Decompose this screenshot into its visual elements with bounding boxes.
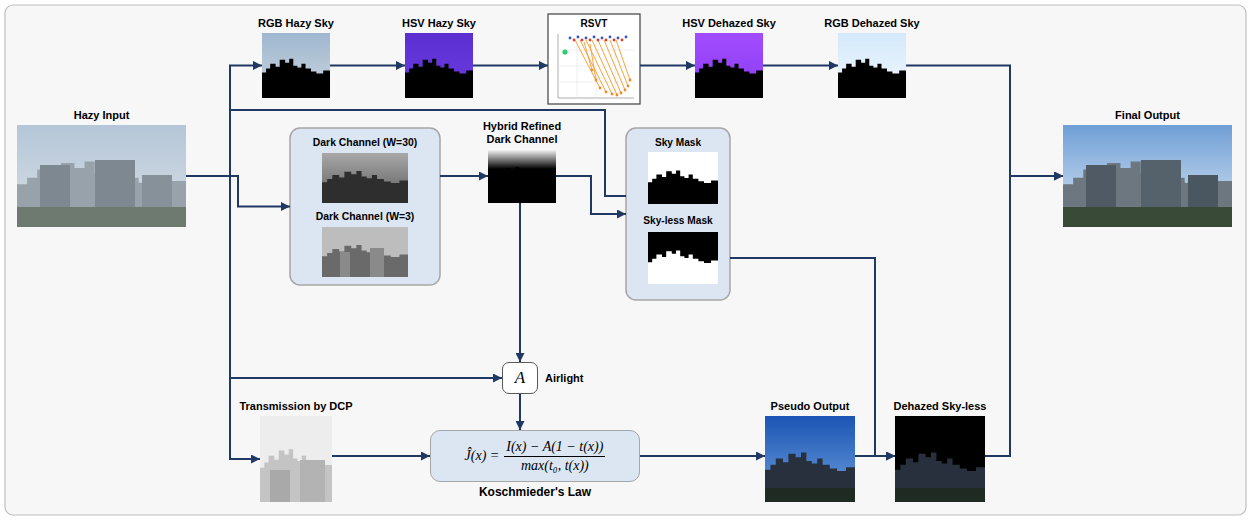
sky-image: HSV Hazy Sky [405, 33, 473, 98]
flow-connector [186, 176, 290, 207]
formula-fraction: I(x) − A(1 − t(x))max(t₀, t(x)) [504, 439, 605, 474]
variable-symbol: A [515, 368, 525, 388]
formula-lhs: Ĵ(x) = [465, 448, 500, 464]
image-title: HSV Hazy Sky [402, 17, 476, 30]
flow-connector [186, 110, 626, 196]
panel-item-title: Dark Channel (W=30) [290, 136, 440, 149]
formula-box: Ĵ(x) =I(x) − A(1 − t(x))max(t₀, t(x))Kos… [430, 430, 640, 482]
flow-connector [440, 175, 488, 177]
image-title: RGB Dehazed Sky [824, 17, 919, 30]
flow-connector [519, 394, 521, 430]
panel-item-title: Dark Channel (W=3) [290, 210, 440, 223]
flow-connector [556, 176, 626, 214]
group-panel: Sky MaskSky-less Mask [626, 128, 730, 300]
image-title: Final Output [1115, 109, 1180, 122]
flow-connector [332, 455, 430, 457]
flow-connector [640, 65, 695, 67]
flow-connector [763, 65, 838, 67]
plot-box: RSVT [548, 14, 640, 104]
formula-numerator: I(x) − A(1 − t(x)) [504, 439, 605, 457]
flow-connector [985, 176, 1063, 456]
flow-connector [640, 455, 765, 457]
image-title: HSV Dehazed Sky [682, 17, 776, 30]
sky-image: RGB Dehazed Sky [838, 33, 906, 98]
channel-image: Hybrid Refined Dark Channel [488, 149, 556, 203]
output-image: Dehazed Sky-less [895, 416, 985, 502]
flow-connector [186, 66, 262, 177]
formula-denominator: max(t₀, t(x)) [519, 457, 591, 474]
transmission-image: Transmission by DCP [260, 416, 332, 502]
flow-connector [906, 66, 1063, 177]
panel-item-title: Sky-less Mask [626, 214, 730, 227]
image-title: Dehazed Sky-less [894, 400, 987, 413]
flow-connector [730, 258, 895, 456]
input-image: Hazy Input [17, 125, 186, 227]
panel-item-title: Sky Mask [626, 136, 730, 149]
output-image: Pseudo Output [765, 416, 855, 502]
image-title: Transmission by DCP [239, 400, 352, 413]
flow-connector [186, 176, 502, 378]
image-title: Hazy Input [74, 109, 130, 122]
plot-title: RSVT [548, 17, 640, 30]
flow-connector [186, 176, 260, 459]
formula-row: Ĵ(x) =I(x) − A(1 − t(x))max(t₀, t(x)) [465, 439, 606, 474]
airlight-box: AAirlight [502, 362, 538, 394]
sky-image: HSV Dehazed Sky [695, 33, 763, 98]
group-panel: Dark Channel (W=30) Dark Channel (W=3) [290, 128, 440, 285]
flow-connector [519, 203, 521, 362]
image-title: RGB Hazy Sky [258, 17, 334, 30]
side-label: Airlight [545, 372, 584, 385]
sky-image: RGB Hazy Sky [262, 33, 330, 98]
image-title: Pseudo Output [771, 400, 850, 413]
flow-connector [473, 65, 548, 67]
flow-connector [330, 65, 405, 67]
law-title: Koschmieder's Law [479, 485, 591, 499]
output-image: Final Output [1063, 125, 1232, 227]
image-title: Hybrid Refined Dark Channel [476, 120, 568, 146]
